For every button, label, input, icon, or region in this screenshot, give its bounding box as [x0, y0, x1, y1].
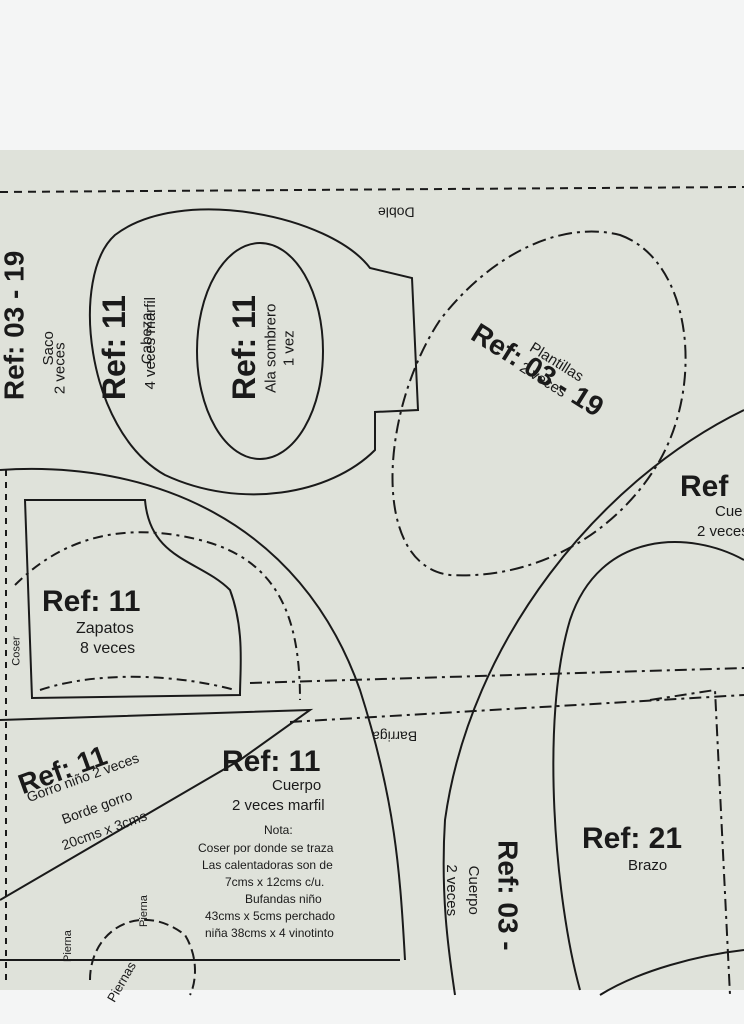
brazo-ref: Ref: 21 [582, 822, 683, 855]
nota-line: niña 38cms x 4 vinotinto [205, 926, 334, 940]
brazo-outline [552, 541, 744, 991]
zapatos-name: Zapatos [76, 620, 134, 637]
brazo-name: Brazo [628, 857, 668, 874]
doble-label: Doble [378, 204, 415, 221]
cuerpo2-ref: Ref: 03 - [492, 840, 524, 951]
left-qty: 2 veces [51, 342, 69, 395]
ala-outline [196, 242, 324, 460]
cabeza-outline [89, 208, 420, 496]
right-ref: Ref [680, 470, 729, 503]
pierna-label: Pierna [61, 930, 74, 962]
cabeza-qty: 4 veces marfil [142, 296, 160, 390]
right-name: Cue [715, 503, 743, 520]
left-arc [0, 468, 406, 961]
plantillas-outline [391, 230, 687, 577]
ala-qty: 1 vez [280, 330, 298, 367]
nota-title: Nota: [264, 823, 293, 837]
cuerpo-name: Cuerpo [272, 777, 322, 794]
cuerpo-ref: Ref: 11 [222, 745, 321, 778]
left-ref: Ref: 03 - 19 [0, 250, 30, 401]
nota-line: 7cms x 12cms c/u. [225, 875, 325, 889]
barriga-label: Barriga [372, 728, 418, 745]
nota-line: Las calentadoras son de [202, 858, 333, 872]
nota-line: Coser por donde se traza [198, 841, 334, 855]
cabeza-ref: Ref: 11 [95, 295, 132, 401]
zapatos-ref: Ref: 11 [42, 585, 141, 618]
nota-line: 43cms x 5cms perchado [205, 909, 336, 923]
zapatos-outline [23, 499, 242, 700]
top-dashed-border [0, 186, 744, 193]
nota-line: Bufandas niño [245, 892, 322, 906]
pattern-sheet [0, 150, 744, 990]
gorro-outline [0, 708, 314, 901]
cuerpo2-name: Cuerpo [464, 865, 482, 915]
right-arc [442, 409, 744, 996]
ala-ref: Ref: 11 [225, 295, 262, 401]
right-qty: 2 veces [697, 523, 744, 540]
coser-label: Coser [10, 636, 23, 666]
ala-name: Ala sombrero [262, 303, 280, 393]
zapatos-qty: 8 veces [80, 640, 136, 657]
cuerpo-qty: 2 veces marfil [232, 797, 325, 814]
pierna-label: Pierna [137, 895, 150, 927]
cuerpo2-qty: 2 veces [443, 864, 461, 917]
